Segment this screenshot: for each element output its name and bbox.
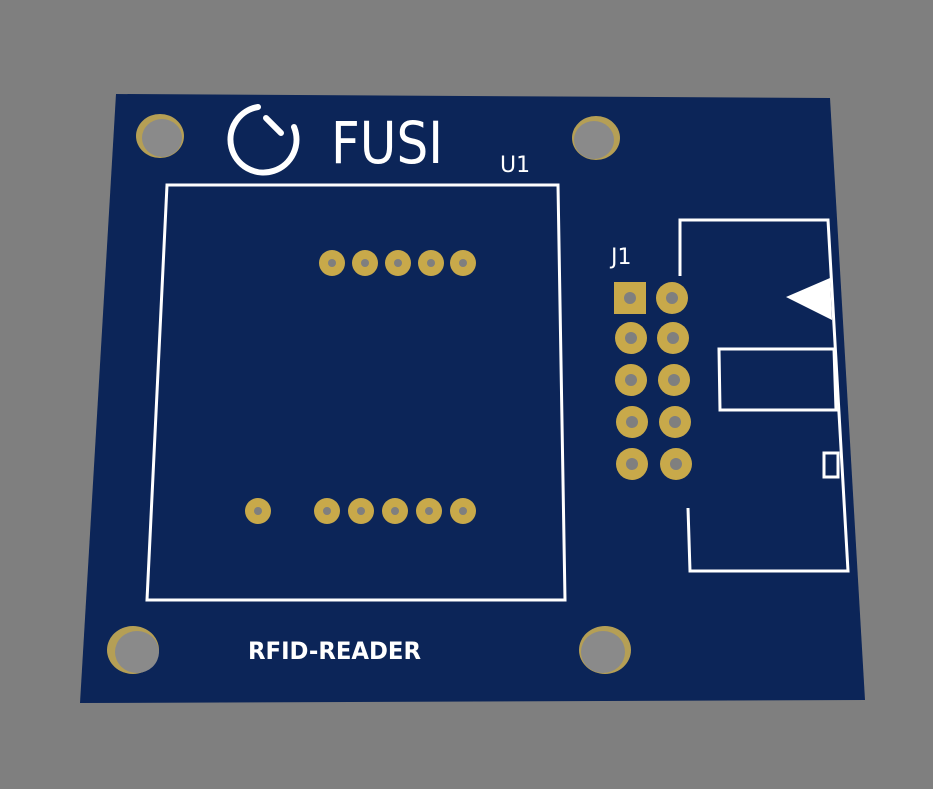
connector-pin bbox=[616, 448, 648, 480]
triangle-key-icon bbox=[786, 278, 832, 320]
module-pad bbox=[352, 250, 378, 276]
module-designator: U1 bbox=[500, 153, 530, 178]
mounting-hole-bottom-right bbox=[579, 626, 631, 674]
connector-pin bbox=[616, 406, 648, 438]
mounting-hole-top-right bbox=[572, 116, 620, 160]
module-outline bbox=[145, 183, 567, 602]
power-ring-icon bbox=[227, 104, 300, 176]
module-pad bbox=[450, 250, 476, 276]
module-pad bbox=[416, 498, 442, 524]
module-pad-row-top bbox=[319, 250, 476, 276]
connector-pin bbox=[658, 364, 690, 396]
connector-pin bbox=[657, 322, 689, 354]
module-pad bbox=[418, 250, 444, 276]
connector-pin bbox=[656, 282, 688, 314]
pcb-board bbox=[80, 94, 865, 703]
module-pad bbox=[319, 250, 345, 276]
connector-pin bbox=[615, 364, 647, 396]
logo-text: FUSI bbox=[331, 109, 443, 177]
module-pad bbox=[348, 498, 374, 524]
module-pad bbox=[450, 498, 476, 524]
connector-pin bbox=[615, 322, 647, 354]
module-pad-row-bottom bbox=[245, 498, 476, 524]
connector-pin bbox=[660, 448, 692, 480]
module-pad bbox=[245, 498, 271, 524]
mounting-hole-top-left bbox=[136, 114, 184, 158]
mounting-hole-bottom-left bbox=[107, 626, 159, 674]
module-pad bbox=[382, 498, 408, 524]
board-label: RFID-READER bbox=[248, 637, 421, 665]
connector-pin bbox=[659, 406, 691, 438]
connector-designator: J1 bbox=[609, 245, 632, 270]
module-pad bbox=[385, 250, 411, 276]
module-pad bbox=[314, 498, 340, 524]
connector-pin-1-square bbox=[614, 282, 646, 314]
connector-pin-grid bbox=[614, 282, 692, 480]
connector-outline bbox=[678, 218, 850, 573]
